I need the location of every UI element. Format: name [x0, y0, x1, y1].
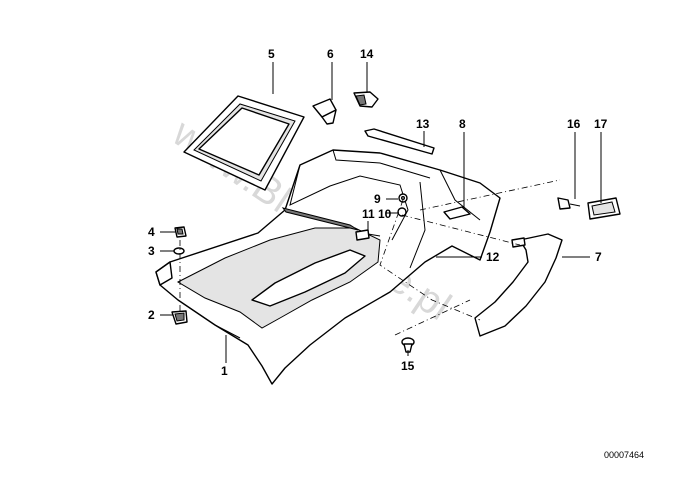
- callout-2: 2: [148, 308, 155, 322]
- reference-number: 00007464: [604, 450, 644, 460]
- part-7-side-handle[interactable]: [474, 233, 563, 337]
- callout-13: 13: [416, 117, 430, 131]
- callout-17: 17: [594, 117, 608, 131]
- part-13-strip[interactable]: [364, 128, 435, 155]
- callout-8: 8: [459, 117, 466, 131]
- assembly-line-d: [394, 299, 471, 336]
- callout-15: 15: [401, 359, 415, 373]
- callout-7: 7: [595, 250, 602, 264]
- part-4-screw[interactable]: [174, 226, 187, 238]
- assembly-line-b: [379, 199, 481, 321]
- callout-11: 11: [362, 207, 375, 221]
- small-bolt: [511, 237, 526, 248]
- part-9-nut[interactable]: [398, 193, 408, 203]
- callout-14: 14: [360, 47, 374, 61]
- callout-16: 16: [567, 117, 581, 131]
- assembly-line-c: [419, 179, 561, 211]
- part-11-bolt[interactable]: [355, 229, 381, 241]
- callout-4: 4: [148, 225, 155, 239]
- callout-10: 10: [378, 207, 392, 221]
- callout-9: 9: [374, 192, 381, 206]
- part-5-window-frame[interactable]: [183, 95, 305, 191]
- part-16-screw[interactable]: [557, 197, 581, 210]
- leader-lines: [160, 62, 602, 363]
- part-17-plate[interactable]: [587, 197, 621, 220]
- callout-6: 6: [327, 47, 334, 61]
- callout-labels: 5 6 14 13 8 16 17 9 11 10 4 3 12 7 2 1 1…: [148, 47, 608, 378]
- part-10-washer[interactable]: [397, 207, 407, 217]
- part-15-expanding-rivet[interactable]: [401, 337, 415, 353]
- part-1-seat-cowl[interactable]: [155, 149, 501, 385]
- part-3-washer[interactable]: [173, 247, 185, 255]
- callout-5: 5: [268, 47, 275, 61]
- callout-12: 12: [486, 250, 500, 264]
- part-6-plug[interactable]: [312, 98, 337, 125]
- callout-3: 3: [148, 244, 155, 258]
- part-14-grommet[interactable]: [353, 91, 379, 108]
- callout-1: 1: [221, 364, 228, 378]
- part-2-nut[interactable]: [171, 310, 188, 325]
